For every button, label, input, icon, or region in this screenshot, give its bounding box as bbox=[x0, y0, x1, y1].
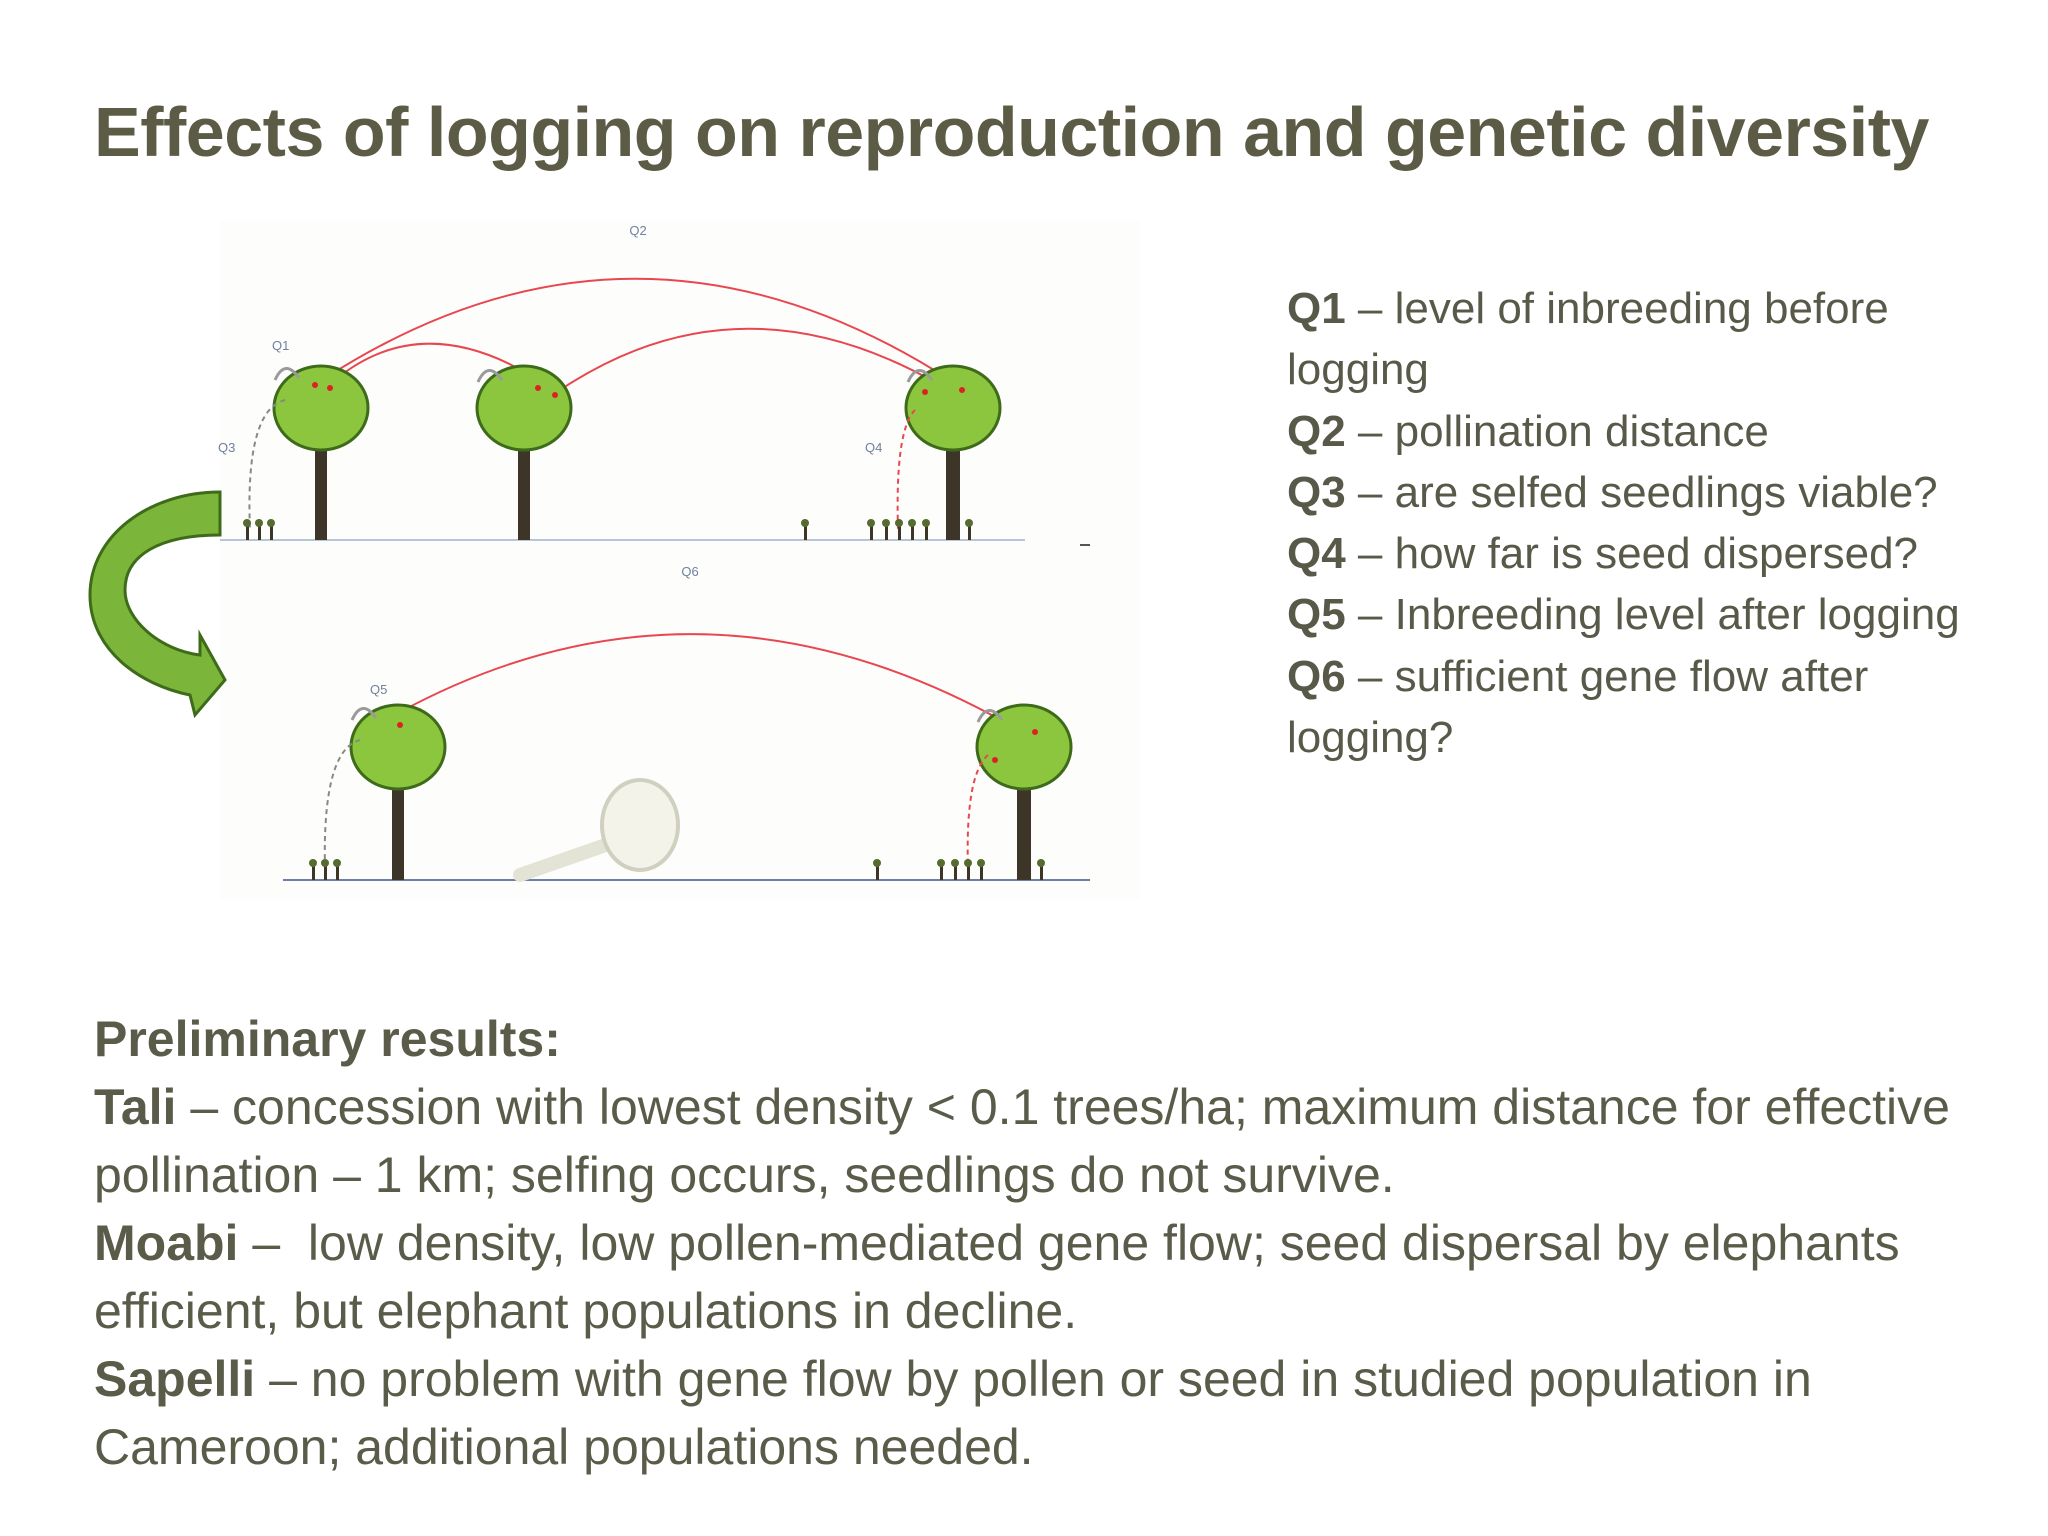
label-q1: Q1 bbox=[272, 338, 289, 353]
tree-crown bbox=[272, 364, 370, 452]
pollen-dot bbox=[922, 389, 928, 395]
pollen-dot bbox=[327, 385, 333, 391]
flower-icon bbox=[476, 369, 504, 383]
label-q4: Q4 bbox=[865, 440, 882, 455]
seedlings-group bbox=[309, 859, 341, 880]
diagram-svg: Q2 Q1 Q3 Q4 bbox=[88, 223, 1090, 882]
seed-drop-q4 bbox=[896, 409, 916, 531]
label-q5: Q5 bbox=[370, 682, 387, 697]
question-item: Q5 – Inbreeding level after logging bbox=[1287, 590, 1960, 640]
magnifier-icon bbox=[513, 778, 680, 882]
seed-drop bbox=[966, 754, 989, 871]
preliminary-results: Preliminary results: Tali – concession w… bbox=[94, 1005, 2014, 1481]
pollen-dot bbox=[397, 722, 403, 728]
flower-icon bbox=[350, 707, 378, 721]
arc-q2-short-a bbox=[334, 342, 531, 381]
results-heading: Preliminary results: bbox=[94, 1011, 561, 1067]
logging-diagram: Q2 Q1 Q3 Q4 bbox=[50, 210, 1140, 910]
pollen-dot bbox=[1032, 729, 1038, 735]
question-item: Q1 – level of inbreeding before logging bbox=[1287, 284, 1889, 395]
seedlings-group bbox=[873, 859, 1045, 880]
question-item: Q4 – how far is seed dispersed? bbox=[1287, 529, 1919, 579]
pollen-dot bbox=[992, 757, 998, 763]
flower-icon bbox=[906, 369, 934, 383]
result-item-sapelli: Sapelli – no problem with gene flow by p… bbox=[94, 1351, 1812, 1475]
seed-drop-q5 bbox=[323, 739, 361, 871]
result-item-tali: Tali – concession with lowest density < … bbox=[94, 1079, 1950, 1203]
label-q6: Q6 bbox=[681, 564, 698, 579]
arc-q2-short-b bbox=[559, 327, 941, 391]
tree-crown bbox=[975, 703, 1073, 791]
label-q2: Q2 bbox=[629, 223, 646, 238]
question-item: Q2 – pollination distance bbox=[1287, 406, 1769, 456]
diagram-background bbox=[220, 220, 1140, 900]
pollen-dot bbox=[552, 392, 558, 398]
question-item: Q6 – sufficient gene flow after logging? bbox=[1287, 651, 1869, 763]
tree-crown bbox=[904, 364, 1002, 452]
arc-q6 bbox=[399, 633, 1011, 726]
pollen-dot bbox=[535, 385, 541, 391]
question-list: Q1 – level of inbreeding before logging … bbox=[1287, 278, 2007, 768]
flower-icon bbox=[273, 367, 301, 381]
tree-crown bbox=[349, 703, 447, 791]
question-item: Q3 – are selfed seedlings viable? bbox=[1287, 467, 1938, 517]
arc-q2-long bbox=[329, 277, 951, 381]
pollen-dot bbox=[959, 387, 965, 393]
tree-crown bbox=[475, 364, 573, 452]
flower-icon bbox=[976, 709, 1004, 723]
label-q3: Q3 bbox=[218, 440, 235, 455]
seedlings-group bbox=[243, 519, 275, 540]
seedlings-group bbox=[801, 519, 973, 540]
result-item-moabi: Moabi – low density, low pollen-mediated… bbox=[94, 1215, 1914, 1339]
seed-drop-q3 bbox=[248, 399, 286, 531]
curved-arrow-icon bbox=[88, 490, 227, 719]
slide-title: Effects of logging on reproduction and g… bbox=[94, 93, 1929, 171]
pollen-dot bbox=[312, 382, 318, 388]
